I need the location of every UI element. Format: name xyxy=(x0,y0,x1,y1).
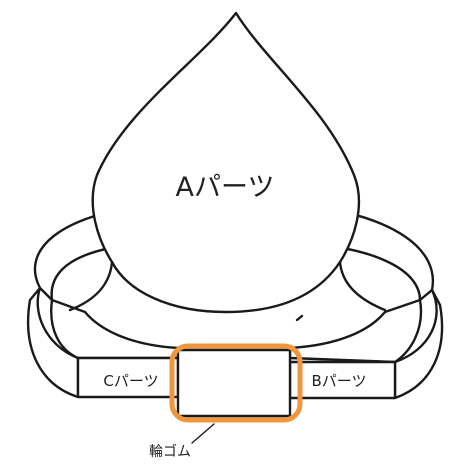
rubber-band-label: 輪ゴム xyxy=(149,443,191,460)
part-a-shape xyxy=(91,11,361,314)
part-b-label: Bパーツ xyxy=(312,372,367,390)
rubber-band-shape xyxy=(169,343,303,423)
strap-band-lower-right xyxy=(288,298,423,364)
part-a-label: Aパーツ xyxy=(176,172,275,203)
strap-tick-right xyxy=(295,314,304,322)
strap-curve-right xyxy=(338,260,387,312)
strap-curve-left xyxy=(68,260,114,312)
center-piece xyxy=(176,348,292,418)
part-c-label: Cパーツ xyxy=(103,372,158,390)
rubber-band-callout-line xyxy=(191,423,215,444)
